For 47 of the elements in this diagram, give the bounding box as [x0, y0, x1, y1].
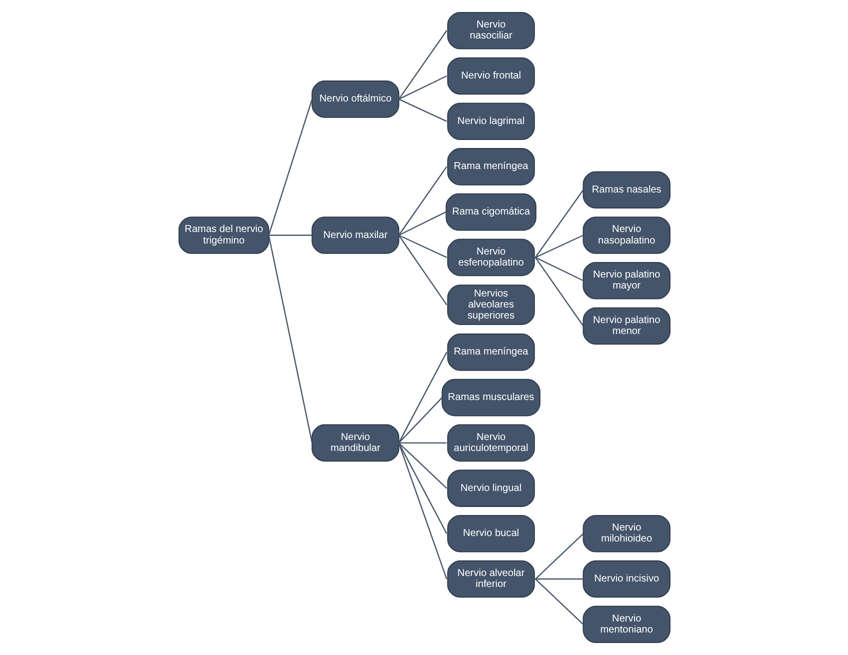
connector — [398, 234, 446, 258]
connector — [534, 190, 584, 258]
node-box: Rama meníngea — [446, 334, 534, 371]
connector — [398, 397, 442, 444]
node-box: Ramas musculares — [441, 378, 540, 416]
node-box: Nervios alveolares superiores — [446, 284, 534, 325]
connector — [398, 30, 447, 100]
node-box: Nervio auriculotemporal — [446, 424, 534, 462]
node-box: Nervio nasociliar — [446, 12, 534, 50]
connector — [534, 256, 584, 282]
node-box: Nervio oftálmico — [311, 80, 399, 118]
connector — [534, 234, 584, 258]
node-box: Nervio maxilar — [311, 216, 399, 254]
connector — [268, 98, 312, 236]
connector — [398, 98, 446, 122]
node-box: Rama meníngea — [446, 148, 534, 186]
connector — [398, 234, 447, 306]
connector — [398, 442, 447, 580]
node-box: Nervio mandibular — [311, 424, 399, 462]
node-box: Nervio frontal — [446, 57, 534, 95]
node-box: Nervio lagrimal — [446, 102, 534, 140]
connector — [534, 533, 584, 580]
connector — [398, 166, 447, 236]
node-box: Nervio mentoniano — [582, 606, 670, 644]
connector — [398, 212, 446, 236]
connector — [534, 578, 583, 580]
node-box: Nervio palatino mayor — [582, 262, 670, 300]
connector — [398, 75, 446, 100]
connector — [398, 442, 447, 534]
node-box: Nervio milohioideo — [582, 515, 670, 552]
connector — [268, 235, 312, 444]
connector — [398, 352, 447, 444]
node-box: Nervio bucal — [446, 515, 534, 552]
node-box: Nervio incisivo — [582, 560, 670, 598]
connector — [398, 442, 446, 444]
connector — [398, 442, 447, 489]
node-box: Ramas nasales — [582, 171, 670, 209]
node-box: Nervio esfenopalatino — [446, 238, 534, 276]
node-box: Nervio alveolar inferior — [446, 560, 534, 598]
connector — [534, 578, 584, 625]
node-box: Rama cigomática — [445, 193, 536, 231]
node-box: Nervio lingual — [446, 470, 534, 507]
node-box: Nervio nasopalatino — [582, 216, 670, 254]
node-box: Ramas del nervio trigémino — [178, 216, 269, 254]
connector — [268, 234, 312, 236]
connector — [534, 257, 584, 326]
node-box: Nervio palatino menor — [582, 307, 670, 345]
